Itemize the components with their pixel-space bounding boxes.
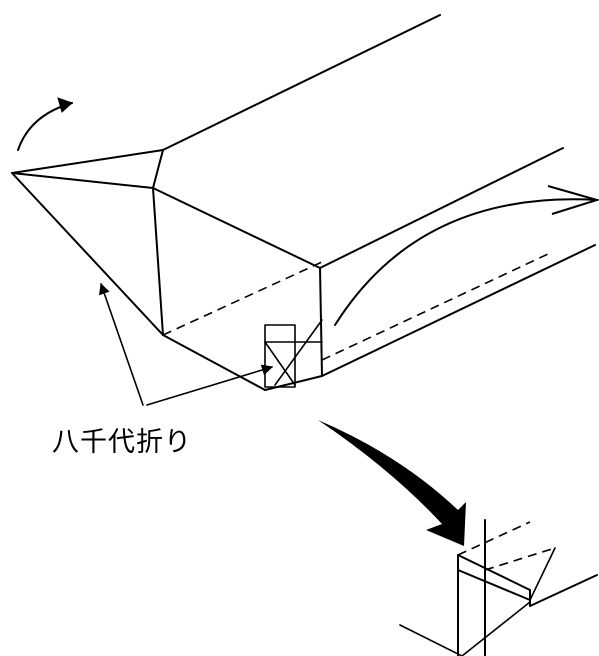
box-bottom-right-edge xyxy=(321,244,596,377)
swoosh-arrow-shape xyxy=(318,420,466,546)
corner-diagonal-a xyxy=(264,341,296,386)
detail-view xyxy=(399,519,598,656)
detail-hidden-a xyxy=(457,521,531,556)
detail-swoosh-arrow xyxy=(318,420,466,546)
box-right-top-edge xyxy=(319,147,564,269)
detail-inner-edge xyxy=(457,569,531,601)
fold-arrow-head xyxy=(547,185,599,215)
box-front-top-edge xyxy=(152,187,321,269)
detail-top-edge xyxy=(457,554,531,591)
hidden-bottom-edge xyxy=(162,261,323,336)
pointer-to-flap xyxy=(99,282,144,406)
box-top-edge xyxy=(162,14,441,151)
hidden-lines xyxy=(162,253,549,361)
detail-lower-diagonal xyxy=(461,601,531,656)
box-front-left-edge xyxy=(152,187,164,336)
box-front-bottom-edge xyxy=(162,334,266,391)
diagram-label: 八千代折り xyxy=(52,427,192,458)
fold-arrow-right xyxy=(334,185,599,326)
flap-middle-edge xyxy=(11,172,154,189)
detail-hidden-b xyxy=(484,547,556,571)
flap-crease xyxy=(152,149,164,189)
pointer-to-corner xyxy=(146,364,274,406)
fold-arrow-curve xyxy=(334,198,598,326)
detail-lower-left-line xyxy=(399,624,463,656)
left-flap xyxy=(11,149,164,336)
detail-bottom-right-edge xyxy=(529,574,598,607)
box-outline xyxy=(152,14,596,391)
flap-lower-edge xyxy=(11,172,164,336)
corner-diagonal-b xyxy=(274,319,323,386)
rotate-arrow-left xyxy=(17,97,73,151)
rotate-arrow-head xyxy=(57,97,73,113)
flap-upper-edge xyxy=(11,149,164,174)
hidden-base-line xyxy=(321,253,549,361)
label-pointers xyxy=(99,282,274,406)
corner-detail xyxy=(264,319,323,388)
detail-diagonal xyxy=(529,547,556,601)
